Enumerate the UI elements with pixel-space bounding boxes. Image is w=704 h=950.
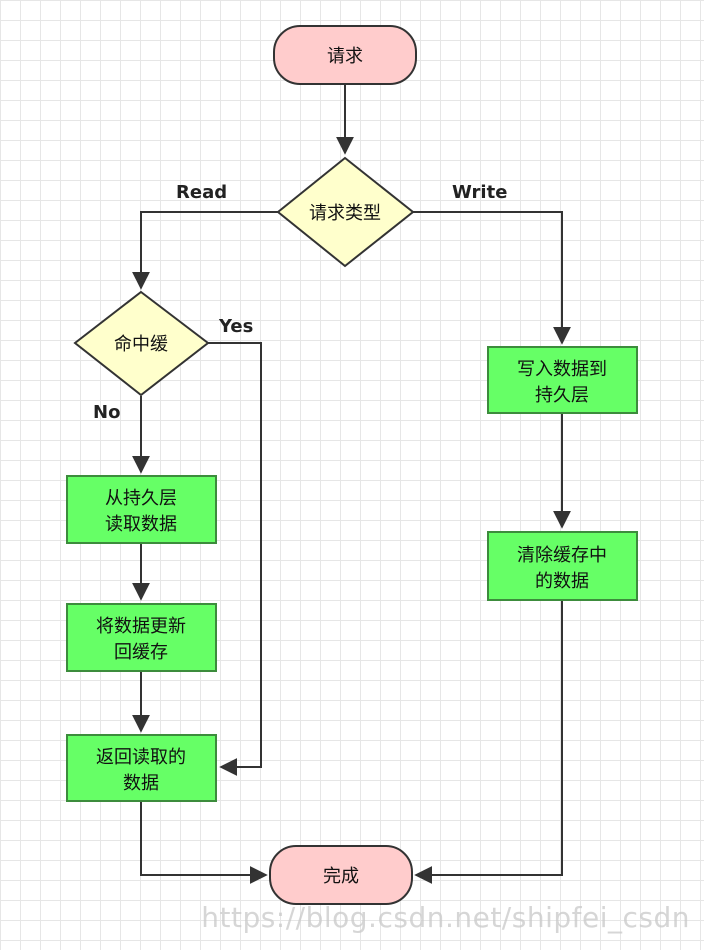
request-type-label: 请求类型 — [309, 203, 381, 224]
write-persist-line1: 写入数据到 — [517, 359, 607, 380]
read-persist-line1: 从持久层 — [105, 488, 177, 509]
start-terminal: 请求 — [273, 25, 417, 85]
write-persist-line2: 持久层 — [535, 385, 589, 406]
return-data-box: 返回读取的 数据 — [66, 734, 217, 802]
yes-edge-label: Yes — [218, 316, 253, 337]
read-persist-line2: 读取数据 — [105, 514, 177, 535]
edge-yes — [208, 342, 262, 776]
cache-hit-decision: 命中缓 — [73, 290, 210, 397]
read-edge-label: Read — [176, 182, 227, 203]
no-edge-label: No — [93, 402, 120, 423]
update-cache-line2: 回缓存 — [114, 642, 168, 663]
start-label: 请求 — [327, 46, 363, 67]
return-data-line2: 数据 — [123, 773, 159, 794]
write-edge-label: Write — [452, 182, 507, 203]
request-type-decision: 请求类型 — [276, 156, 415, 268]
edge-write — [413, 211, 571, 345]
write-persist-box: 写入数据到 持久层 — [487, 346, 638, 414]
return-data-line1: 返回读取的 — [96, 747, 186, 768]
cache-hit-label: 命中缓 — [114, 334, 168, 355]
watermark: https://blog.csdn.net/shipfei_csdn — [201, 901, 690, 934]
clear-cache-box: 清除缓存中 的数据 — [487, 531, 638, 601]
edge-read — [132, 211, 278, 290]
done-terminal: 完成 — [269, 845, 413, 905]
done-label: 完成 — [323, 866, 359, 887]
update-cache-line1: 将数据更新 — [96, 616, 186, 637]
update-cache-box: 将数据更新 回缓存 — [66, 603, 217, 672]
edge-return-to-done — [140, 801, 268, 884]
clear-cache-line2: 的数据 — [535, 571, 589, 592]
clear-cache-line1: 清除缓存中 — [517, 545, 607, 566]
edge-clear-to-done — [414, 600, 563, 884]
read-persist-box: 从持久层 读取数据 — [66, 475, 217, 544]
